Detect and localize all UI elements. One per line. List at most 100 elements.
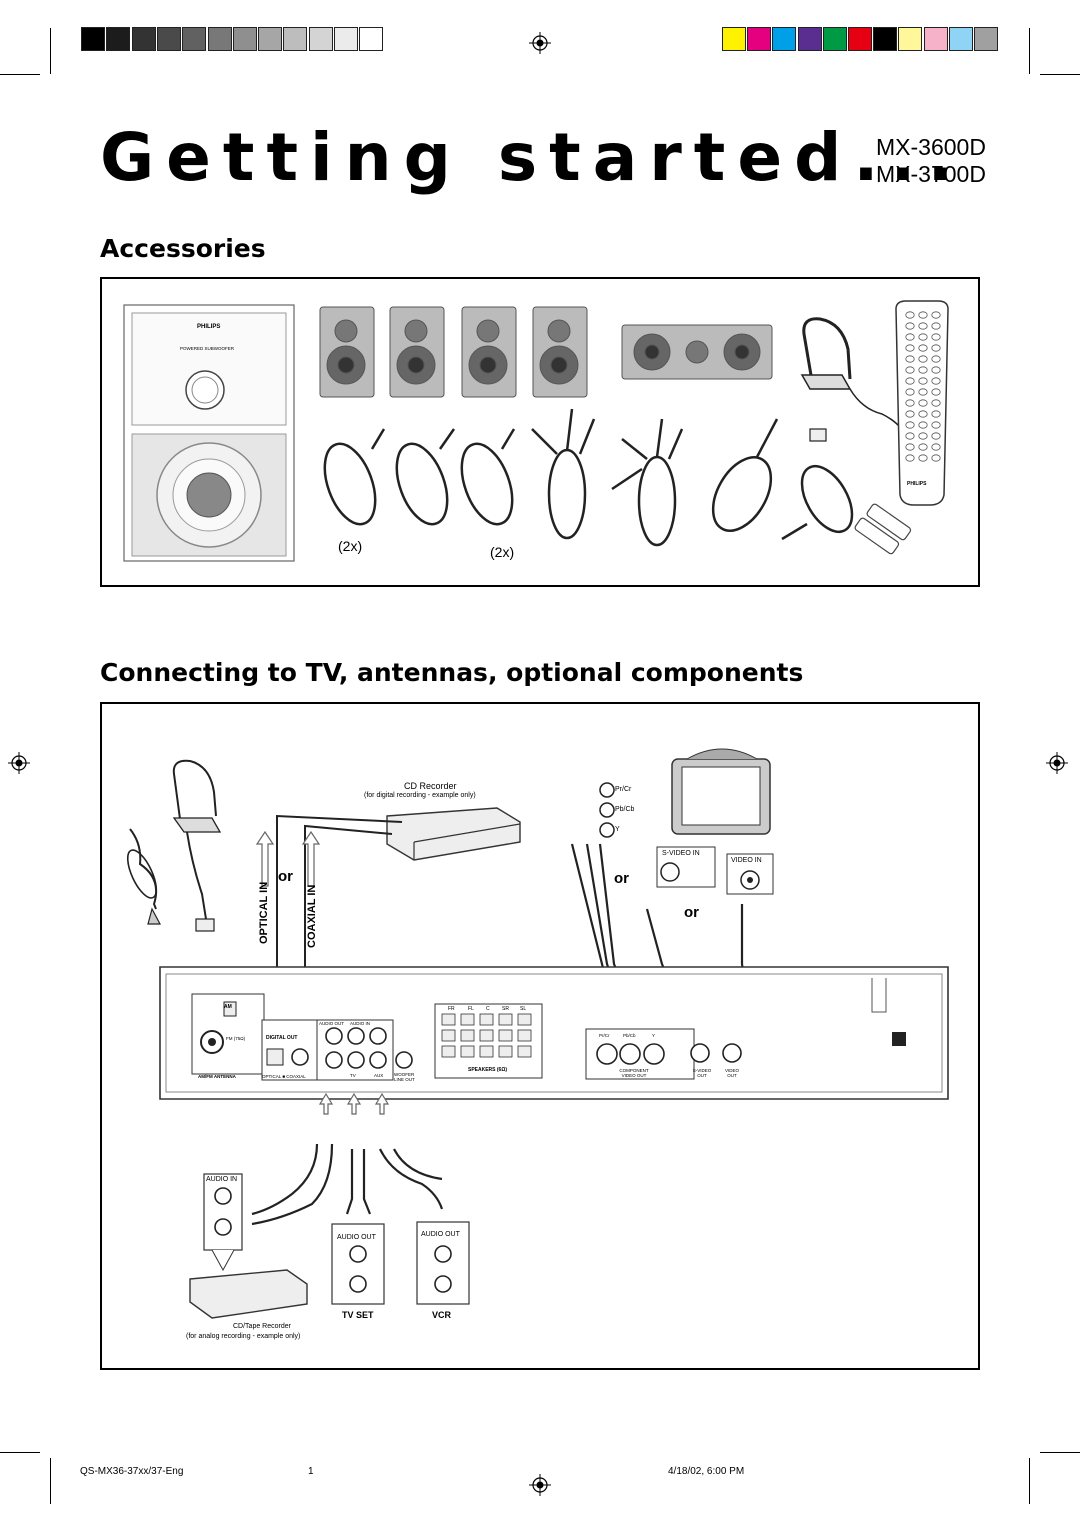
remote-button xyxy=(905,388,915,396)
center-speaker-image xyxy=(621,324,773,380)
connection-diagram xyxy=(126,748,949,1319)
tv-set-label: TV SET xyxy=(342,1310,374,1320)
remote-button xyxy=(905,377,915,385)
remote-button xyxy=(918,366,928,374)
tv-image xyxy=(599,748,774,895)
footer-date: 4/18/02, 6:00 PM xyxy=(668,1466,745,1477)
gray-swatch xyxy=(81,27,105,51)
audio-out-label: AUDIO OUT xyxy=(319,1021,345,1026)
remote-button xyxy=(918,322,928,330)
vcr-audio-out-label: AUDIO OUT xyxy=(421,1231,460,1238)
remote-button xyxy=(918,333,928,341)
woofer-line-out-label: WOOFER LINE OUT xyxy=(394,1072,415,1082)
remote-button xyxy=(931,410,941,418)
color-swatch xyxy=(898,27,923,51)
remote-button xyxy=(905,410,915,418)
speaker-cables-image xyxy=(323,428,516,526)
remote-button xyxy=(905,421,915,429)
registration-mark-icon xyxy=(529,32,551,54)
component-port-label: Pb/Cb xyxy=(623,1033,636,1038)
model-name: MX-3700D xyxy=(876,161,986,187)
color-swatch xyxy=(822,27,847,51)
cd-tape-recorder-image xyxy=(189,1173,308,1319)
gray-swatch xyxy=(359,27,384,51)
quantity-label: (2x) xyxy=(490,544,515,560)
digital-out-label: DIGITAL OUT xyxy=(266,1035,298,1041)
audio-in-label: AUDIO IN xyxy=(350,1021,371,1026)
gray-swatch xyxy=(131,27,156,51)
connection-diagram-panel: CD Recorder (for digital recording - exa… xyxy=(100,702,980,1370)
remote-button xyxy=(918,377,928,385)
speaker-terminal xyxy=(517,1029,532,1042)
model-name: MX-3600D xyxy=(876,134,986,160)
speaker-channel-label: SL xyxy=(520,1006,527,1012)
or-label: or xyxy=(684,904,699,921)
color-swatch xyxy=(848,27,872,51)
color-swatch xyxy=(974,27,998,51)
subwoofer-label: POWERED SUBWOOFER xyxy=(180,346,235,351)
batteries-image xyxy=(854,503,912,555)
remote-button xyxy=(905,454,915,462)
video-in-label: VIDEO IN xyxy=(731,857,762,864)
remote-button xyxy=(931,344,941,352)
remote-button xyxy=(918,344,928,352)
optical-coaxial-label: OPTICAL ■ COAXIAL xyxy=(262,1074,306,1079)
or-label: or xyxy=(614,870,629,887)
color-swatch xyxy=(722,27,746,51)
speakers-label: SPEAKERS (6Ω) xyxy=(468,1067,508,1073)
color-swatch xyxy=(873,27,898,51)
speaker-channel-label: FR xyxy=(448,1006,455,1012)
av-cables-image xyxy=(531,408,854,547)
gray-swatch xyxy=(182,27,207,51)
remote-control-image xyxy=(895,300,949,506)
antenna-image xyxy=(126,759,222,932)
speaker-terminal xyxy=(479,1045,494,1058)
remote-button xyxy=(931,388,941,396)
footer-file: QS-MX36-37xx/37-Eng xyxy=(80,1466,184,1477)
component-port-label: Pr/Cr xyxy=(599,1033,610,1038)
antenna-label: AM/FM ANTENNA xyxy=(198,1074,236,1079)
registration-mark-icon xyxy=(1046,752,1068,774)
speaker-terminal xyxy=(479,1029,494,1042)
gray-swatch xyxy=(334,27,358,51)
remote-button xyxy=(918,355,928,363)
cd-recorder-note: (for digital recording - example only) xyxy=(364,792,476,799)
gray-swatch xyxy=(207,27,232,51)
remote-button xyxy=(918,399,928,407)
quantity-label: (2x) xyxy=(338,538,363,554)
remote-button xyxy=(931,355,941,363)
remote-button xyxy=(931,311,941,319)
remote-button xyxy=(931,322,941,330)
gray-swatch xyxy=(106,27,131,51)
remote-button xyxy=(931,421,941,429)
remote-button xyxy=(905,322,915,330)
vcr-audio-out-image xyxy=(416,1221,470,1305)
tv-set-audio-out-image xyxy=(331,1223,385,1305)
remote-button xyxy=(931,366,941,374)
gray-swatch xyxy=(283,27,308,51)
remote-button xyxy=(905,344,915,352)
gray-swatch xyxy=(258,27,283,51)
speaker-terminal xyxy=(479,1013,494,1026)
tv-port-label: Y xyxy=(615,826,620,833)
speaker-terminal xyxy=(460,1029,475,1042)
component-video-out-label: COMPONENT VIDEO OUT xyxy=(619,1068,649,1078)
accessories-panel: (2x) (2x) PHILIPS POWERED SUBWOOFER PHIL… xyxy=(100,277,980,587)
speaker-terminal xyxy=(441,1029,456,1042)
speaker-terminal xyxy=(517,1045,532,1058)
gray-swatch xyxy=(232,27,257,51)
speaker-terminal xyxy=(441,1013,456,1026)
remote-button xyxy=(905,333,915,341)
or-label: or xyxy=(278,868,293,885)
video-out-label: VIDEO OUT xyxy=(724,1068,739,1078)
optical-in-label: OPTICAL IN xyxy=(258,881,270,944)
vcr-label: VCR xyxy=(432,1310,452,1320)
aux-label: AUX xyxy=(374,1073,384,1078)
speaker-channel-label: C xyxy=(486,1006,490,1012)
remote-button xyxy=(918,432,928,440)
speaker-terminal xyxy=(460,1013,475,1026)
cd-tape-recorder-note: (for analog recording - example only) xyxy=(186,1333,301,1340)
remote-button xyxy=(918,311,928,319)
coaxial-in-label: COAXIAL IN xyxy=(306,884,318,948)
registration-mark-icon xyxy=(8,752,30,774)
